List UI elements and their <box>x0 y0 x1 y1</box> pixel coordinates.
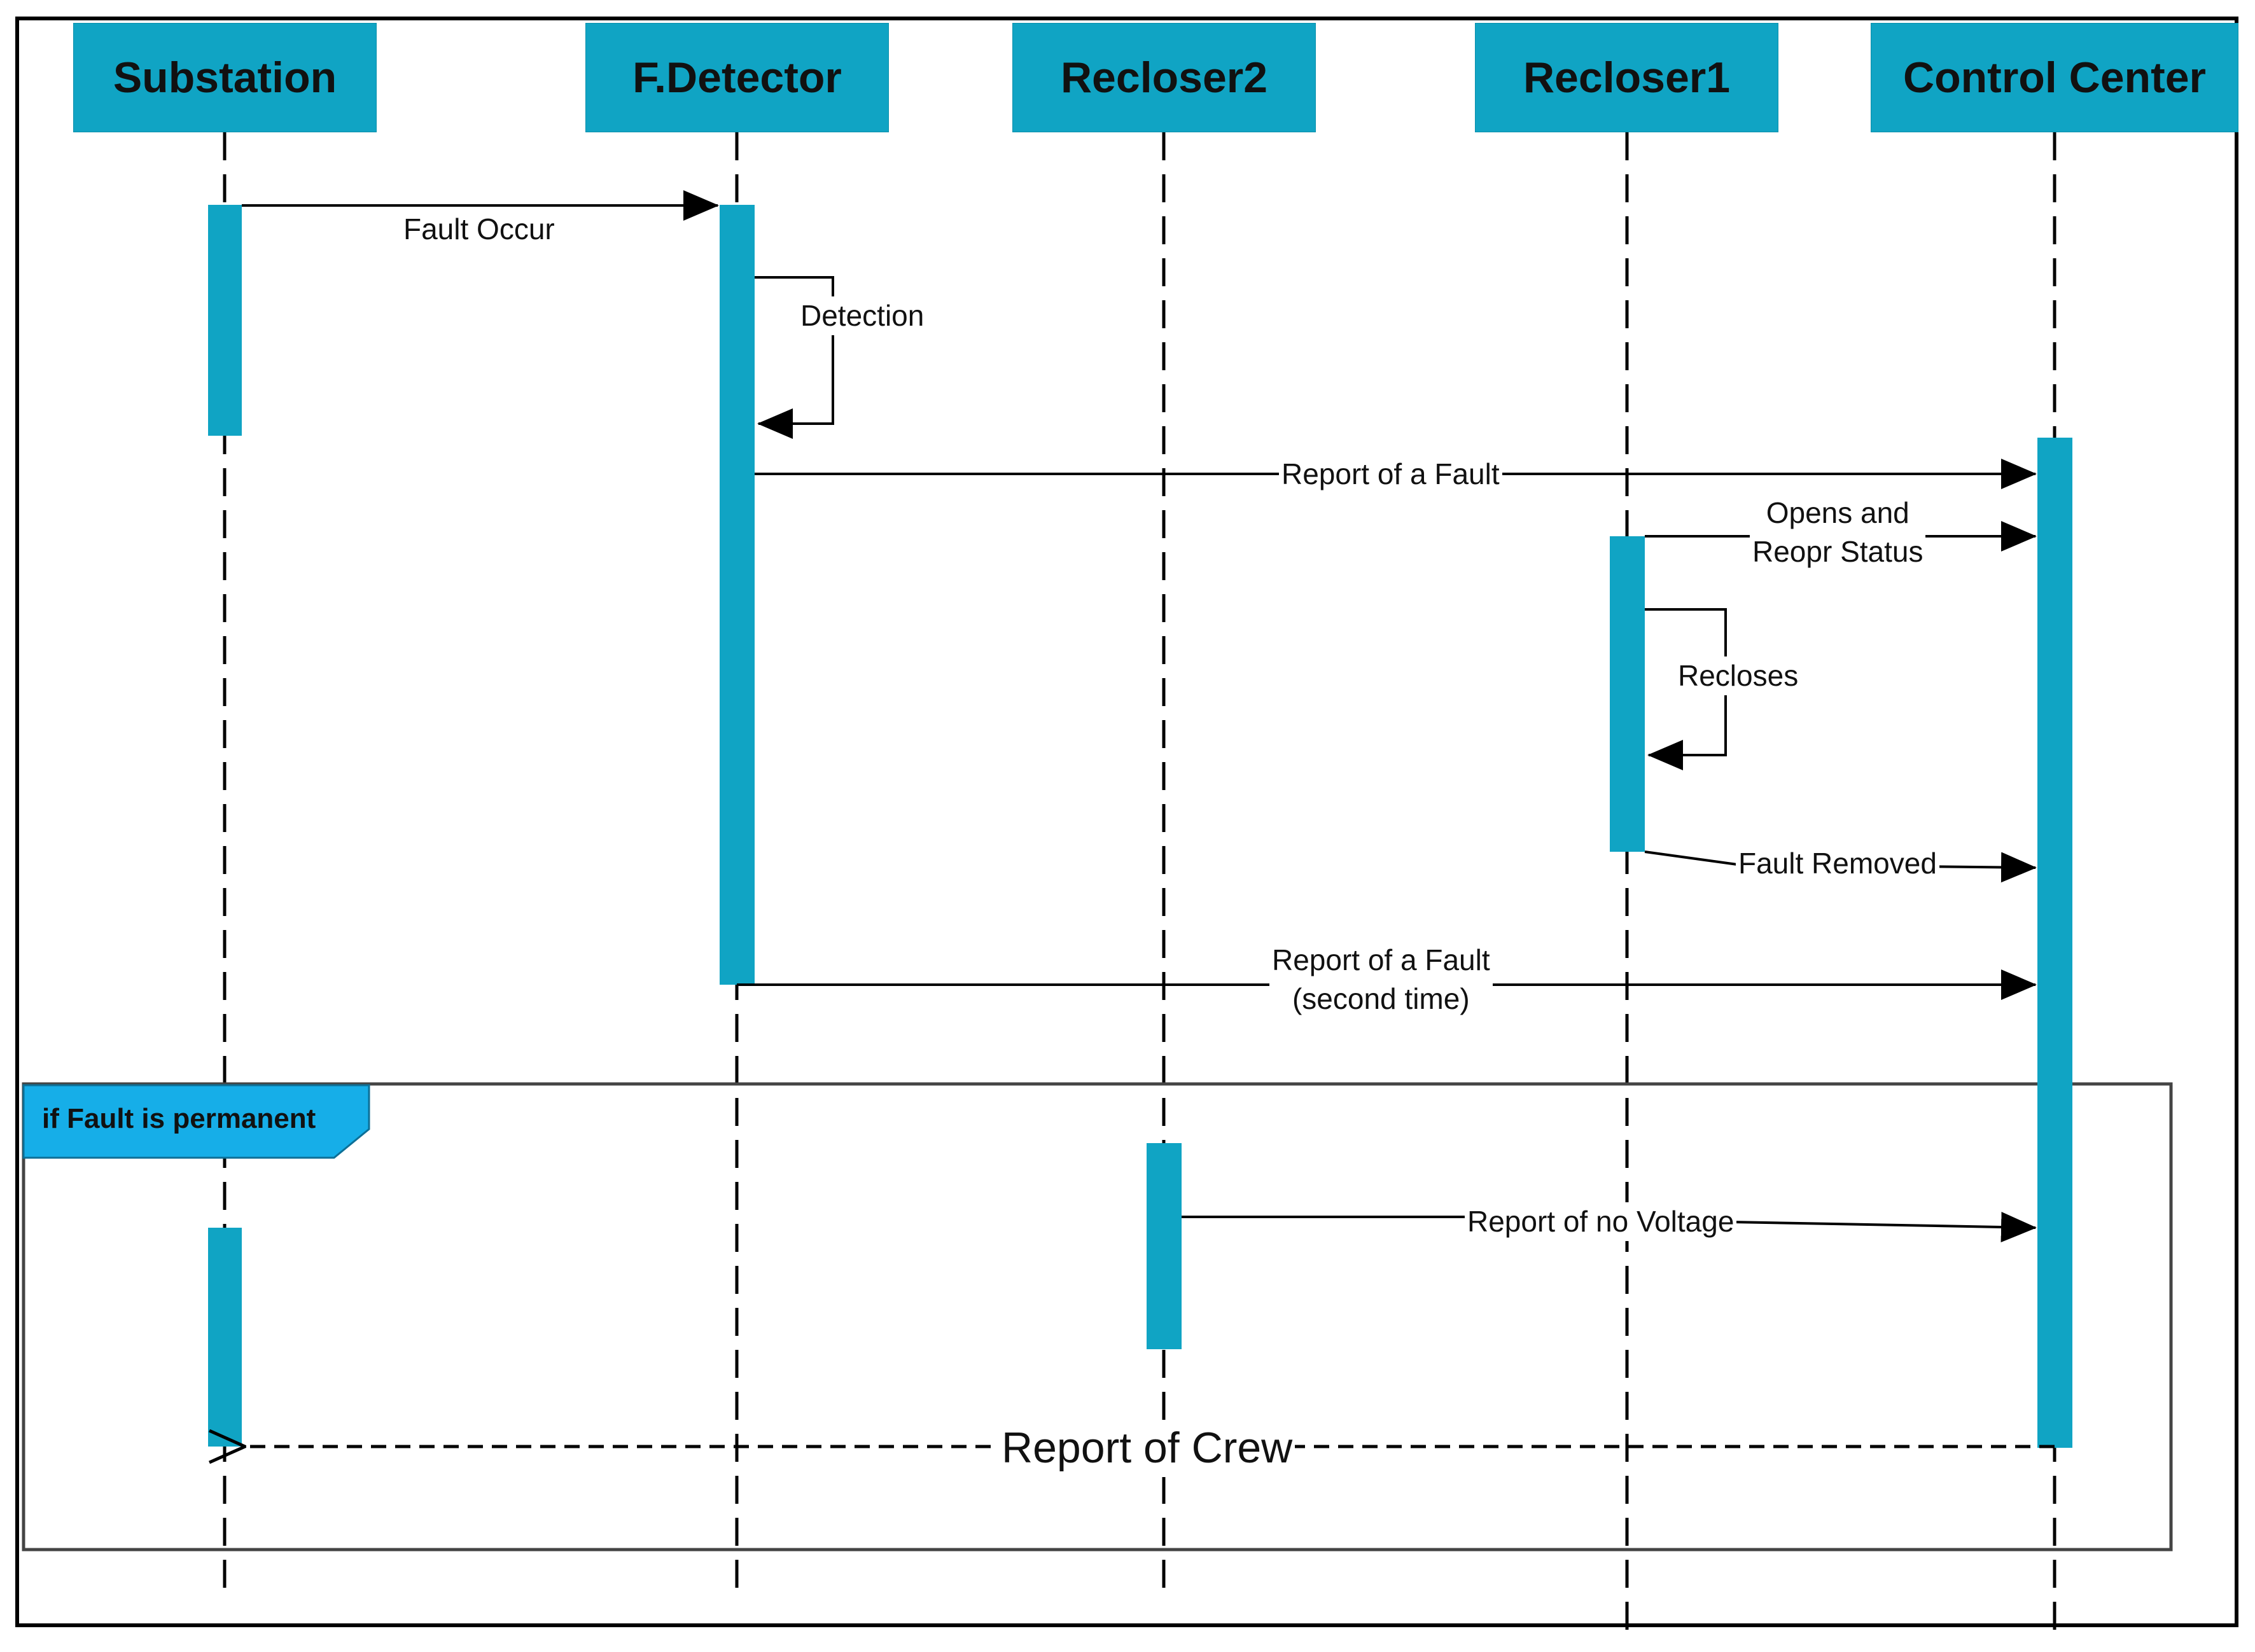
fragment-label: if Fault is permanent <box>42 1103 316 1134</box>
label-report-of-a-fault-second-time: Report of a Fault(second time) <box>1269 941 1493 1018</box>
lifeline-header-substation: Substation <box>73 23 377 132</box>
fragment-tab <box>22 1084 370 1159</box>
activation-fdetector <box>720 205 755 985</box>
msg-detection-self <box>755 276 834 439</box>
activation-recloser2 <box>1147 1143 1182 1349</box>
label-report-of-no-voltage: Report of no Voltage <box>1465 1202 1737 1241</box>
diagram-frame <box>15 17 2238 1627</box>
label-fault-occur: Fault Occur <box>401 210 557 249</box>
lifeline-header-recloser1: Recloser1 <box>1475 23 1778 132</box>
label-recloses: Recloses <box>1675 656 1801 695</box>
label-detection: Detection <box>798 296 927 335</box>
activation-recloser1 <box>1610 536 1645 852</box>
lifeline-header-recloser2: Recloser2 <box>1012 23 1316 132</box>
label-fault-removed: Fault Removed <box>1736 844 1939 883</box>
fragment-box <box>22 1082 2173 1551</box>
activation-control-center <box>2037 438 2072 1448</box>
lifeline-header-fdetector: F.Detector <box>585 23 889 132</box>
label-report-of-a-fault: Report of a Fault <box>1279 455 1502 494</box>
msg-report-of-no-voltage <box>1182 1211 2037 1242</box>
activation-substation-2 <box>208 1228 242 1447</box>
activation-substation-1 <box>208 205 242 436</box>
lifeline-header-control-center: Control Center <box>1871 23 2238 132</box>
label-report-of-crew: Report of Crew <box>999 1420 1295 1477</box>
